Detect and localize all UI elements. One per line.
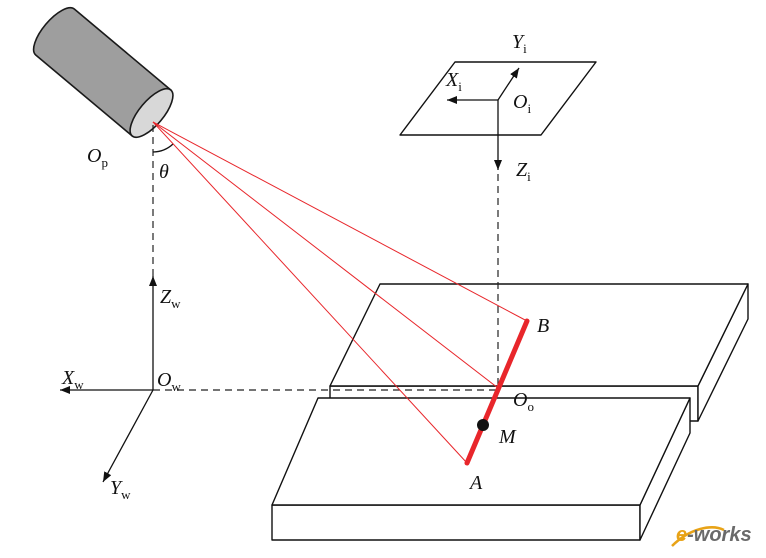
- xw-label-sub: w: [74, 377, 84, 392]
- op-label: Op: [87, 145, 108, 170]
- lower-plate: [271, 397, 691, 541]
- eworks-logo: e-works: [671, 524, 752, 547]
- yi-label: Yi: [512, 31, 527, 56]
- xw-label: Xw: [61, 367, 84, 392]
- cylinder-body: [32, 6, 172, 138]
- logo-prefix: e: [676, 524, 687, 546]
- ow-label-main: O: [157, 369, 171, 391]
- oi-label-sub: i: [527, 101, 531, 116]
- cylinder-front-face: [129, 87, 174, 139]
- oi-label-main: O: [513, 91, 527, 113]
- yi-axis-arrow: [497, 67, 520, 101]
- zw-label-main: Z: [160, 286, 172, 308]
- lower-plate-top-face: [271, 397, 691, 506]
- point-m-marker: [477, 419, 489, 431]
- yw-label-main: Y: [110, 477, 123, 499]
- oo-label: Oo: [513, 389, 534, 414]
- laser-ray-to-a: [152, 121, 468, 464]
- xi-label: Xi: [445, 69, 462, 94]
- m-label: M: [498, 426, 517, 448]
- oo-label-sub: o: [527, 399, 534, 414]
- laser-stripe: [464, 318, 530, 466]
- zi-label-main: Z: [516, 159, 528, 181]
- upper-plate-top-face: [329, 283, 749, 387]
- theta-label: θ: [159, 161, 169, 183]
- yi-label-main: Y: [512, 31, 525, 53]
- zi-label-sub: i: [527, 169, 531, 184]
- yw-axis-arrow: [102, 389, 154, 483]
- xw-label-main: X: [61, 367, 75, 389]
- yw-label: Yw: [110, 477, 131, 502]
- op-label-sub: p: [101, 155, 108, 170]
- logo-suffix: -works: [687, 524, 751, 546]
- projector-cylinder: [32, 6, 174, 139]
- laser-ray-to-b: [152, 121, 528, 322]
- image-plane: [399, 61, 597, 136]
- oi-label: Oi: [513, 91, 531, 116]
- xi-label-main: X: [445, 69, 459, 91]
- yw-label-sub: w: [121, 487, 131, 502]
- ow-label: Ow: [157, 369, 181, 394]
- zw-label: Zw: [160, 286, 181, 311]
- op-label-main: O: [87, 145, 101, 167]
- ow-label-sub: w: [171, 379, 181, 394]
- zi-label: Zi: [516, 159, 531, 184]
- xi-label-sub: i: [458, 79, 462, 94]
- b-label: B: [537, 315, 549, 337]
- oo-label-main: O: [513, 389, 527, 411]
- logo-swoosh: [671, 526, 725, 547]
- lower-plate-front-face: [271, 504, 641, 541]
- laser-ray-to-oo: [152, 121, 499, 389]
- logo-text: e-works: [676, 524, 752, 546]
- yi-label-sub: i: [523, 41, 527, 56]
- a-label: A: [468, 472, 483, 494]
- zw-label-sub: w: [171, 296, 181, 311]
- theta-angle-arc: [152, 143, 174, 153]
